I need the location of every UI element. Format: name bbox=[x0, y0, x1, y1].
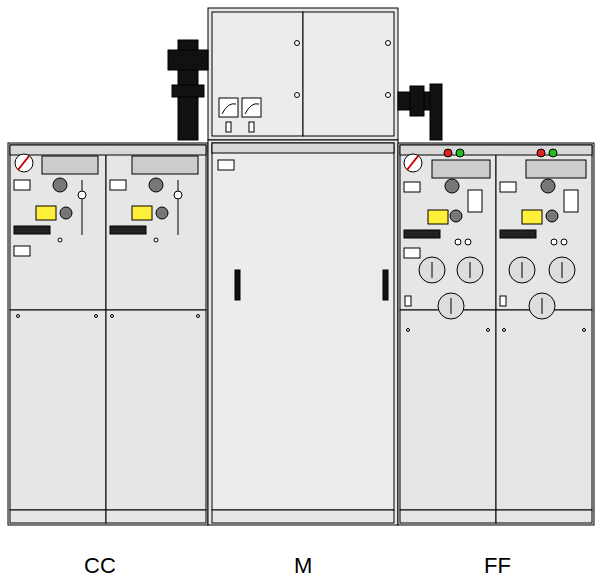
unit-label: FF bbox=[484, 553, 511, 579]
unit-label: M bbox=[294, 553, 312, 579]
unit-label: CC bbox=[84, 553, 116, 579]
